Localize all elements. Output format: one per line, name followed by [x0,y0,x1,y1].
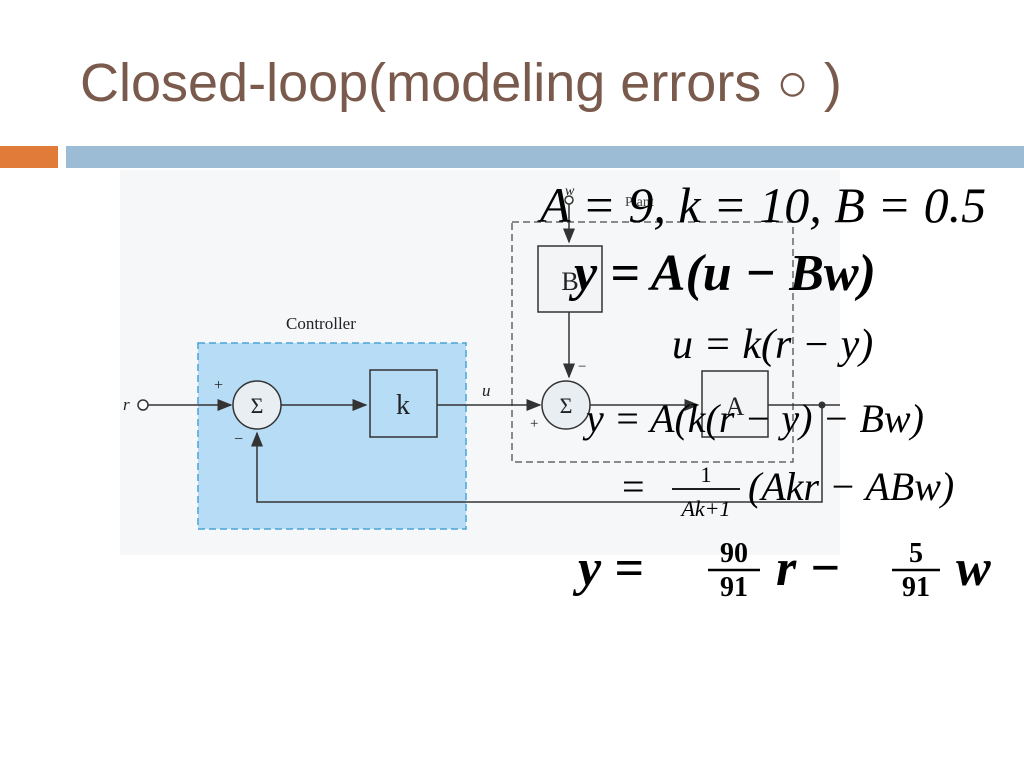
solved-fraction-numerator: 1 [701,462,712,487]
equation-params: A = 9, k = 10, B = 0.5 [537,177,986,233]
plant-label: Plant [625,195,654,210]
solved-equals: = [622,464,645,509]
accent-bar-orange [0,146,58,168]
gain-block-label: k [396,390,410,421]
final-end: w [956,540,991,597]
final-frac2-numerator: 5 [909,538,923,569]
disturbance-gain-label: B [561,267,578,296]
final-mid: r − [776,540,841,597]
equation-substituted: y = A(k(r − y) − Bw) [582,396,924,441]
gain-block-k [369,369,438,438]
plant-gain-block [701,370,769,438]
feedback-path [251,405,823,503]
sum-symbol-1: Σ [251,393,264,418]
equation-solved: = 1 Ak+1 (Akr − ABw) [622,462,954,521]
equation-final: y = 90 91 r − 5 91 w [572,538,991,603]
solved-rest: (Akr − ABw) [748,464,954,509]
equation-control-law: u = k(r − y) [672,322,873,368]
sum2-plus-sign: + [530,416,538,432]
block-diagram: Controller Plant r Σ + − k u Σ + − w B A… [120,170,840,555]
equation-plant: y = A(u − Bw) [568,245,876,302]
final-lhs: y = [572,540,644,597]
sum-symbol-2: Σ [560,393,573,418]
sum1-minus-sign: − [234,431,243,448]
slide-title: Closed-loop(modeling errors ○ ) [80,53,842,113]
plant-region [511,221,794,463]
control-signal-label: u [482,381,491,400]
accent-bar-blue [66,146,1024,168]
final-frac2-denominator: 91 [902,572,930,603]
controller-label: Controller [286,314,356,333]
disturbance-gain-block [537,245,603,313]
final-frac1-denominator: 91 [720,572,748,603]
sum2-minus-sign: − [578,359,586,375]
solved-fraction-denominator: Ak+1 [679,496,730,521]
sum1-plus-sign: + [214,377,223,394]
input-signal-label: r [123,395,130,414]
plant-gain-label: A [726,392,745,421]
final-frac1-numerator: 90 [720,538,748,569]
disturbance-signal-label: w [565,184,575,199]
